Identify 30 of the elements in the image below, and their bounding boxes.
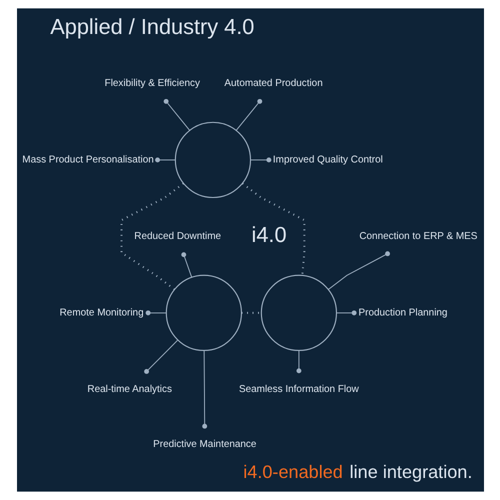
caption: i4.0-enabled line integration.	[242, 462, 472, 482]
node-text: Improved Quality Control	[272, 154, 382, 166]
connector	[235, 98, 262, 131]
connector	[328, 251, 390, 290]
connector	[154, 158, 176, 162]
connector	[241, 182, 305, 276]
node-text: Real-time Analytics	[86, 384, 172, 395]
connector	[250, 158, 271, 162]
diagram-title: Applied / Industry 4.0	[50, 14, 254, 39]
node-text: Seamless Information Flow	[238, 384, 358, 395]
connector	[120, 182, 184, 290]
connector	[144, 340, 178, 374]
connector	[180, 252, 192, 278]
node-text: Predictive Maintenance	[152, 439, 256, 450]
connector	[296, 350, 301, 374]
connector	[163, 98, 190, 131]
node-text: Flexibility & Efficiency	[104, 78, 200, 90]
node-text: Production Planning	[358, 307, 447, 318]
connector	[145, 310, 166, 316]
node-text: Remote Monitoring	[59, 307, 144, 318]
node-text: Automated Production	[224, 78, 322, 90]
node-text: Mass Product Personalisation	[22, 154, 154, 166]
node-text: Connection to ERP & MES	[358, 230, 477, 242]
connector	[336, 310, 356, 316]
connector	[202, 350, 207, 429]
node-circle	[165, 274, 242, 351]
node-circle	[260, 274, 337, 351]
node-text: Reduced Downtime	[134, 230, 221, 242]
label: i4.0	[251, 222, 286, 248]
node-circle	[174, 122, 251, 198]
